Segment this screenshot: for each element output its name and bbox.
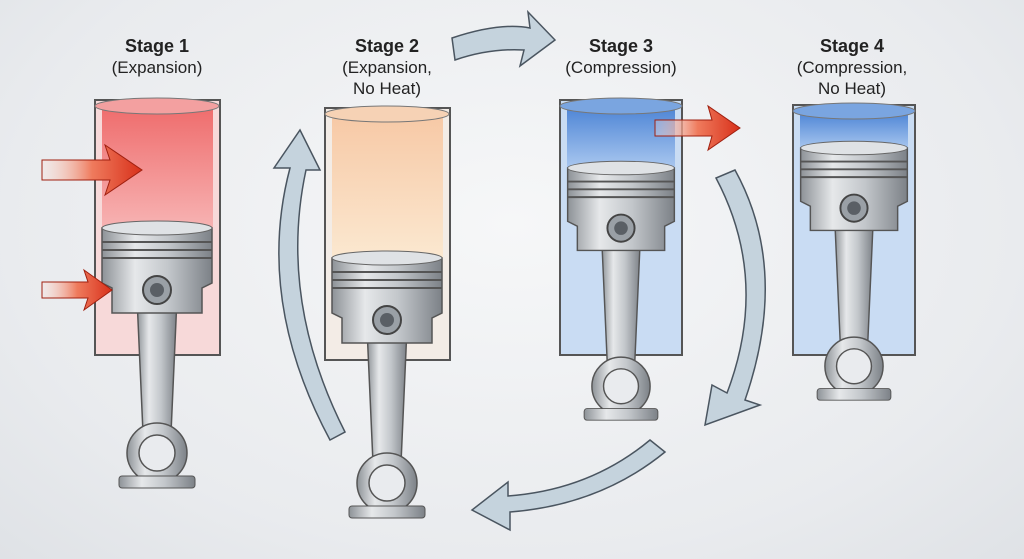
- stage-4-label: Stage 4 (Compression, No Heat): [752, 36, 952, 99]
- stage-2-subtitle-line1: (Expansion,: [342, 58, 432, 77]
- heat-in-arrow-lower: [41, 268, 113, 312]
- stage-4-subtitle-line2: No Heat): [817, 79, 887, 98]
- stage-4-subtitle-line1: (Compression,: [796, 58, 908, 77]
- stage-2-title: Stage 2: [354, 36, 420, 56]
- stage-1-cylinder: [94, 97, 221, 489]
- heat-in-arrow-upper: [41, 143, 143, 197]
- stage-2-subtitle-line2: No Heat): [352, 79, 422, 98]
- stage-3-subtitle: (Compression): [565, 58, 677, 77]
- cycle-arrow-right: [704, 169, 766, 427]
- stage-4-title: Stage 4: [819, 36, 885, 56]
- stage-2-cylinder: [324, 105, 451, 519]
- stage-3-label: Stage 3 (Compression): [521, 36, 721, 78]
- heat-out-arrow: [654, 104, 741, 152]
- stage-3-cylinder: [559, 97, 683, 422]
- stage-1-label: Stage 1 (Expansion): [57, 36, 257, 78]
- cycle-arrow-top: [451, 9, 557, 68]
- stage-3-title: Stage 3: [588, 36, 654, 56]
- stage-1-subtitle: (Expansion): [111, 58, 203, 77]
- stage-4-cylinder: [792, 102, 916, 402]
- cycle-arrow-left: [272, 128, 347, 442]
- stage-1-title: Stage 1: [124, 36, 190, 56]
- cycle-arrow-bottom: [470, 439, 667, 532]
- stage-2-label: Stage 2 (Expansion, No Heat): [287, 36, 487, 99]
